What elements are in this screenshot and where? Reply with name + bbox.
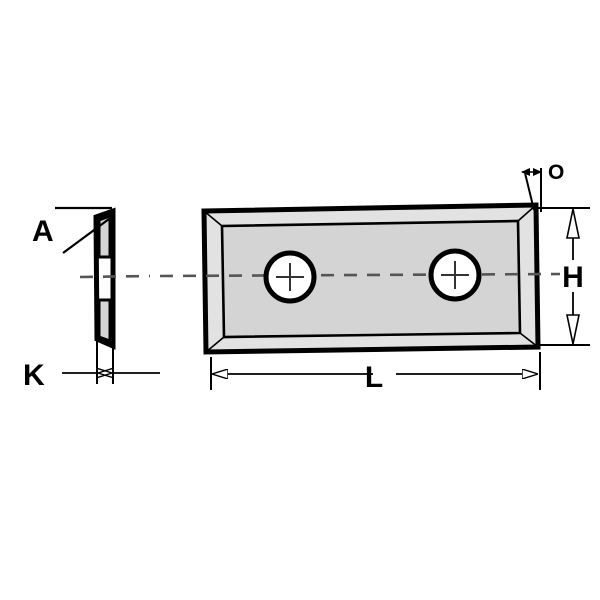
side-profile-centerline [79,274,151,279]
angle-label-A: A [32,215,54,248]
o-extension-slant [524,172,535,211]
mounting-hole-left [263,250,317,304]
front-face-view [159,202,561,355]
bevel-angle-callout-O: O [521,161,564,212]
angle-leader-diagonal [62,218,110,254]
thickness-label-K: K [23,359,45,392]
height-dimension-H: H [536,207,590,346]
mounting-hole-right [428,248,482,302]
degree-label-O: O [548,161,564,184]
blade-inner-face [220,219,522,339]
length-dimension-L: L [210,352,541,394]
o-arrowhead-left [521,168,530,176]
height-label-H: H [562,261,584,294]
side-edge-profile-view [79,207,151,350]
angle-leader-A: A [32,206,112,254]
h-arrowhead-top [566,208,580,239]
length-label-L: L [365,361,383,394]
side-profile-bevel-lower [97,298,112,344]
h-arrowhead-bottom [566,314,580,345]
o-arrowhead-right [533,168,542,176]
centerline-horizontal [159,272,561,278]
side-profile-bevel-upper [97,213,112,259]
thickness-dimension-K: K [23,339,160,392]
